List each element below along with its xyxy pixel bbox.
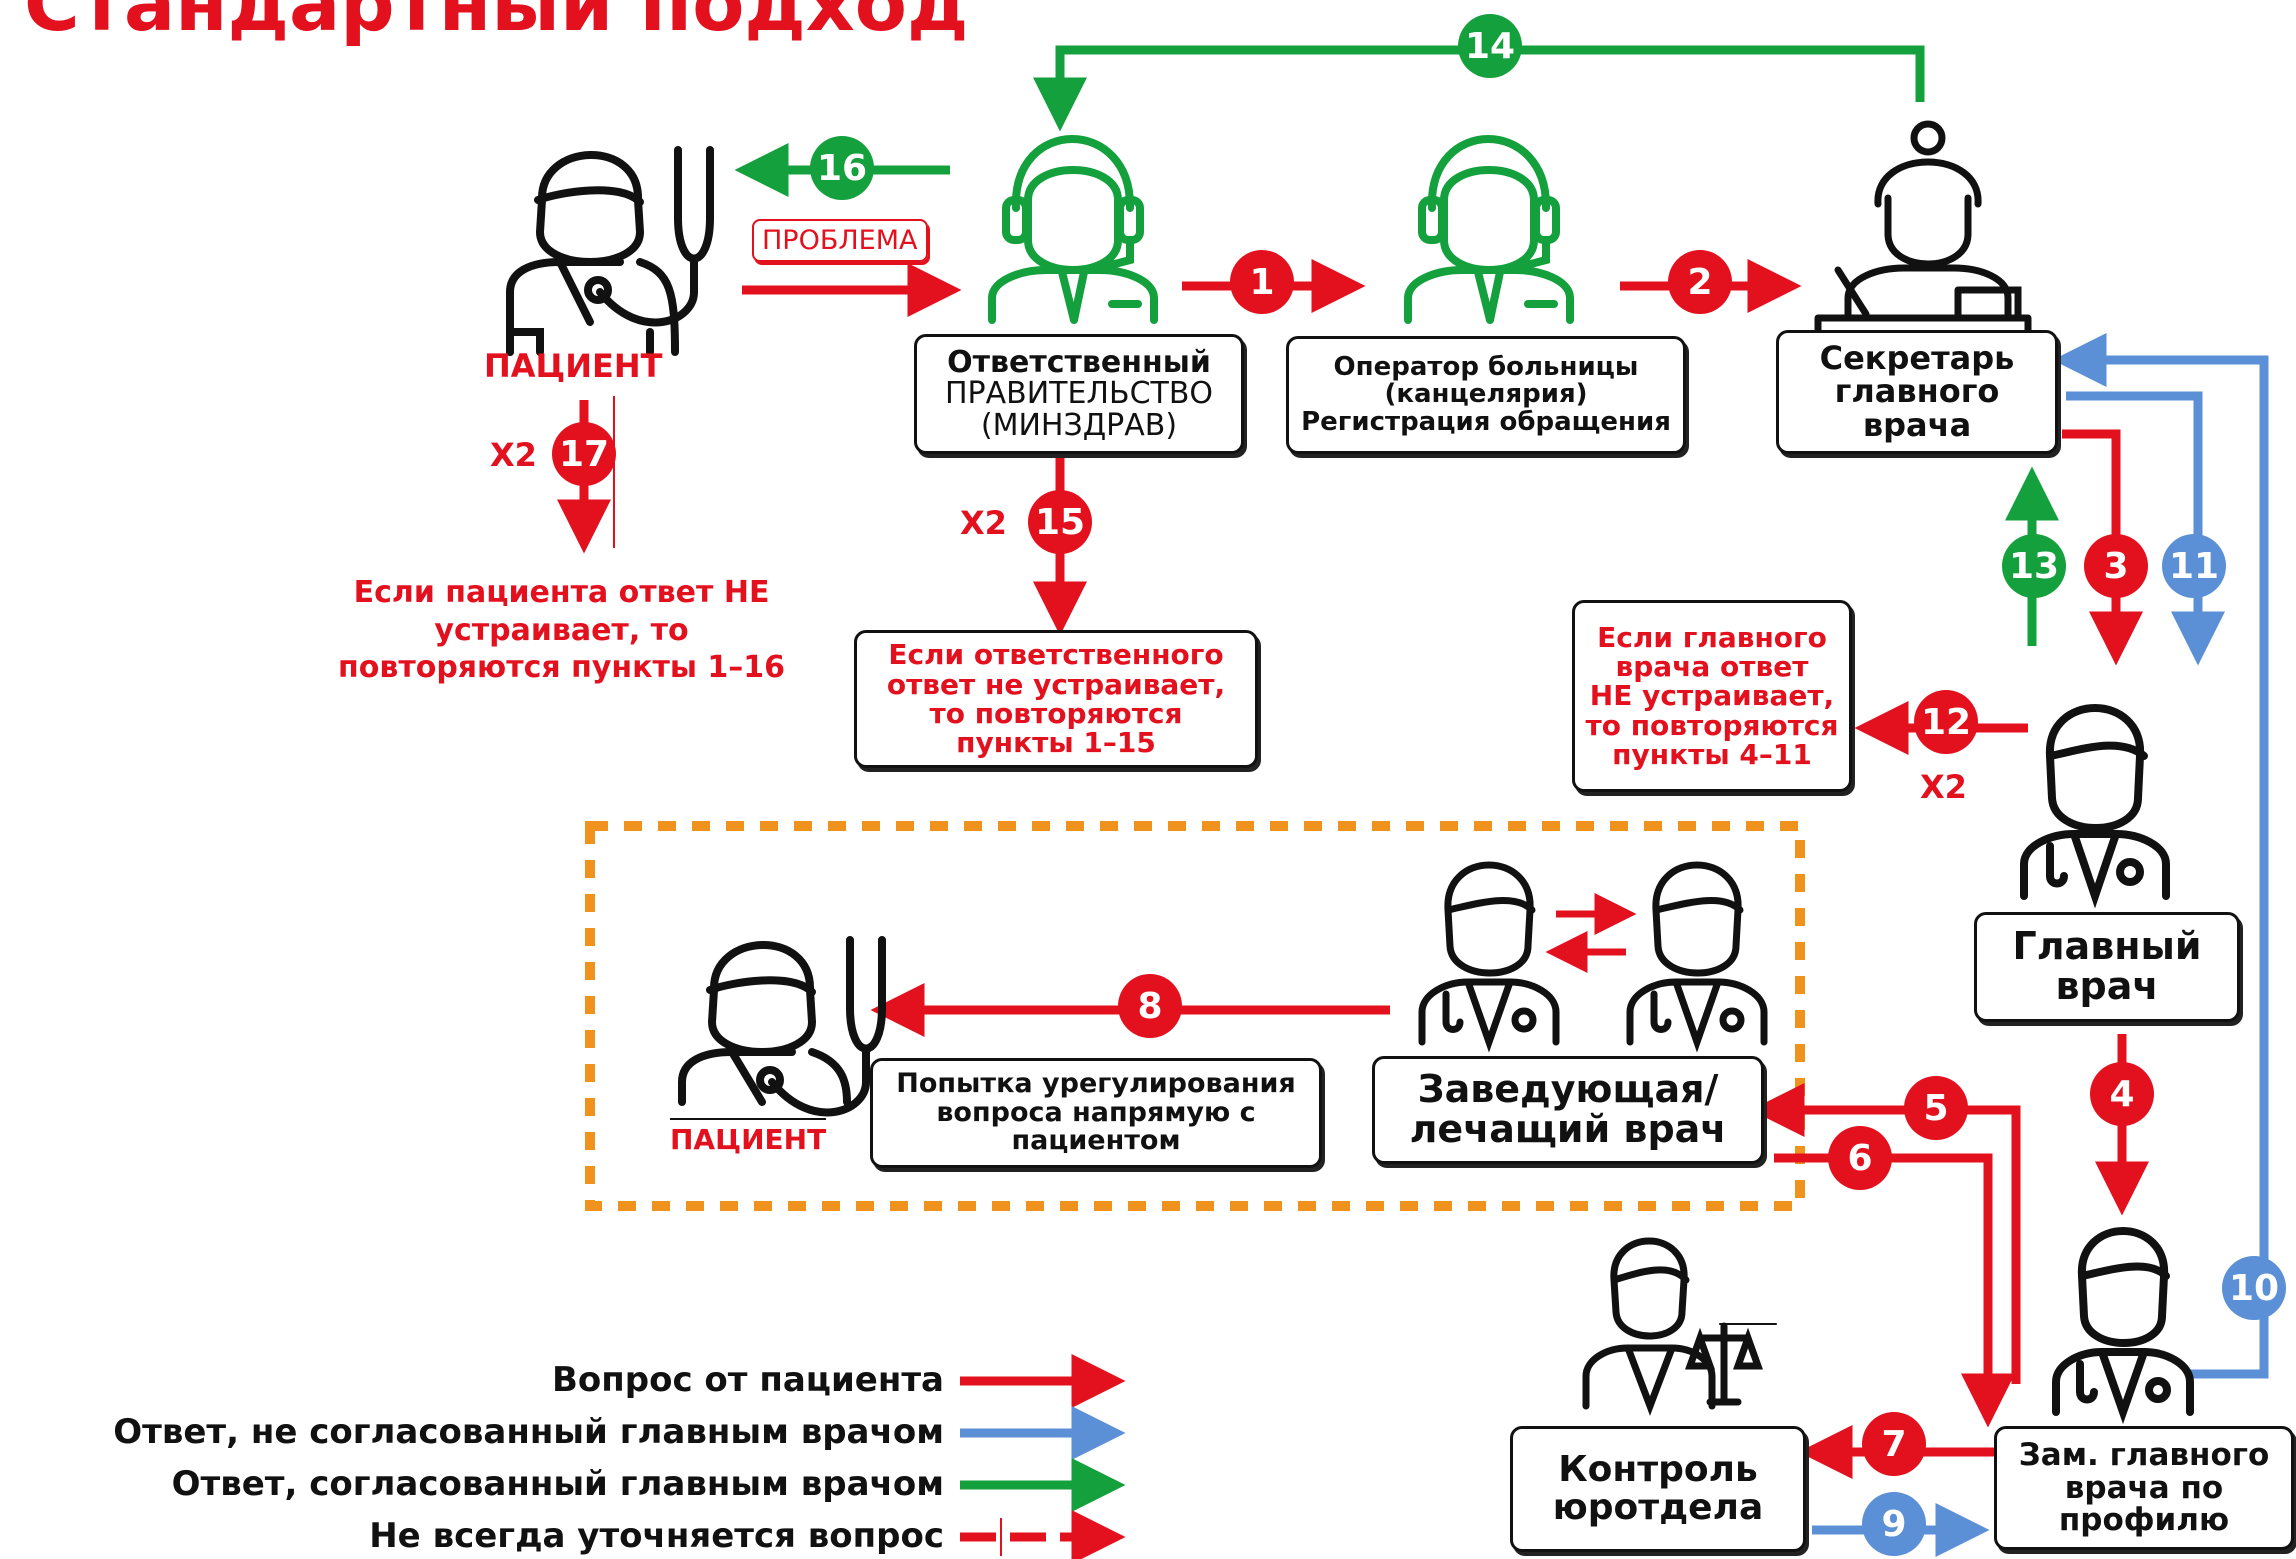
chief-repeat-note: Если главного врача ответ НЕ устраивает,… — [1572, 600, 1852, 792]
patient-repeat-line-2: устраивает, то — [434, 612, 689, 648]
patient-bottom-label: ПАЦИЕНТ — [670, 1118, 827, 1157]
hospital-operator-icon — [1404, 135, 1574, 324]
secretary-line-3: врача — [1862, 405, 1972, 444]
attending-doctor-icon — [1626, 861, 1768, 1053]
patient-repeat-line-1: Если пациента ответ НЕ — [353, 575, 770, 610]
responsible-line-1: Ответственный — [947, 344, 1211, 380]
operator-box: Оператор больницы (канцелярия) Регистрац… — [1286, 336, 1686, 454]
step-1-badge: 1 — [1230, 250, 1294, 314]
patient-bottom-icon — [678, 936, 886, 1117]
attempt-box: Попытка урегулирования вопроса напрямую … — [870, 1058, 1322, 1168]
chief-repeat-line-1: Если главного — [1597, 620, 1827, 654]
patient-repeat-line-3: повторяются пункты 1–16 — [338, 650, 786, 685]
responsible-operator-icon — [988, 135, 1158, 324]
head-doctor-box: Заведующая/ лечащий врач — [1372, 1056, 1764, 1164]
head-doctor-icon — [1418, 861, 1560, 1053]
step-11-badge: 11 — [2162, 534, 2226, 598]
step-17-badge: 17 — [552, 422, 616, 486]
chief-doctor-icon — [2020, 704, 2170, 909]
legal-line-2: юротдела — [1552, 1487, 1764, 1528]
step-4-badge: 4 — [2090, 1062, 2154, 1126]
chief-line-2: врач — [2055, 964, 2159, 1008]
attempt-line-3: пациентом — [1011, 1125, 1181, 1157]
deputy-line-1: Зам. главного — [2018, 1437, 2270, 1474]
legal-control-icon — [1582, 1237, 1777, 1416]
arrow-6 — [1774, 1153, 2015, 1428]
step-6-badge: 6 — [1828, 1126, 1892, 1190]
legend-label-question: Вопрос от пациента — [551, 1360, 944, 1400]
step-15-badge: 15 — [1028, 490, 1092, 554]
responsible-repeat-line-2: ответ не устраивает, — [886, 667, 1226, 701]
step-12-badge: 12 — [1914, 690, 1978, 754]
responsible-repeat-line-1: Если ответственного — [888, 638, 1224, 672]
arrow-10 — [2052, 333, 2269, 1379]
head-doctor-line-1: Заведующая/ — [1417, 1067, 1719, 1112]
patient-repeat-note: Если пациента ответ НЕ устраивает, то по… — [338, 574, 785, 687]
deputy-line-2: врача по — [2064, 1469, 2224, 1506]
patient-top-label: ПАЦИЕНТ — [484, 347, 663, 385]
deputy-box: Зам. главного врача по профилю — [1994, 1426, 2294, 1550]
deputy-line-3: профилю — [2058, 1502, 2230, 1539]
step-14-badge: 14 — [1458, 14, 1522, 78]
problem-tag: ПРОБЛЕМА — [752, 219, 928, 262]
operator-line-2: (канцелярия) — [1384, 379, 1588, 410]
deputy-doctor-icon — [2052, 1227, 2194, 1425]
step-16-badge: 16 — [810, 136, 874, 200]
direct-resolution-frame — [585, 821, 1805, 1211]
step-8-badge: 8 — [1118, 974, 1182, 1038]
page-title: Стандартный подход — [24, 0, 969, 48]
chief-repeat-line-5: пункты 4–11 — [1612, 738, 1812, 772]
attempt-line-2: вопроса напрямую с — [936, 1096, 1256, 1128]
responsible-repeat-line-4: пункты 1–15 — [956, 726, 1156, 760]
secretary-line-1: Секретарь — [1819, 338, 2015, 377]
attempt-line-1: Попытка урегулирования — [896, 1068, 1296, 1100]
patient-multiplier: X2 — [490, 436, 537, 474]
legal-line-1: Контроль — [1558, 1449, 1758, 1491]
legend-label-unapproved: Ответ, не согласованный главным врачом — [113, 1412, 944, 1452]
responsible-line-2: ПРАВИТЕЛЬСТВО — [944, 376, 1214, 412]
chief-line-1: Главный — [2012, 924, 2202, 969]
secretary-icon — [1814, 120, 2032, 344]
chief-repeat-line-3: НЕ устраивает, — [1589, 679, 1835, 713]
step-2-badge: 2 — [1668, 250, 1732, 314]
secretary-box: Секретарь главного врача — [1776, 330, 2058, 454]
responsible-box: Ответственный ПРАВИТЕЛЬСТВО (МИНЗДРАВ) — [914, 334, 1244, 454]
step-10-badge: 10 — [2222, 1256, 2286, 1320]
step-9-badge: 9 — [1862, 1492, 1926, 1556]
step-13-badge: 13 — [2002, 534, 2066, 598]
chief-repeat-line-4: то повторяются — [1585, 708, 1839, 742]
secretary-line-2: главного — [1834, 372, 2000, 411]
step-3-badge: 3 — [2084, 534, 2148, 598]
operator-line-3: Регистрация обращения — [1301, 406, 1671, 437]
chief-box: Главный врач — [1974, 912, 2240, 1022]
operator-line-1: Оператор больницы — [1333, 352, 1639, 383]
step-7-badge: 7 — [1862, 1412, 1926, 1476]
responsible-repeat-line-3: то повторяются — [929, 697, 1183, 730]
legend-label-unclarified: Не всегда уточняется вопрос — [369, 1516, 944, 1556]
responsible-multiplier: X2 — [960, 504, 1007, 542]
chief-repeat-line-2: врача ответ — [1615, 649, 1809, 683]
responsible-repeat-note: Если ответственного ответ не устраивает,… — [854, 630, 1258, 768]
chief-multiplier: X2 — [1920, 768, 1967, 806]
arrow-5 — [1750, 1083, 2021, 1384]
head-doctor-line-2: лечащий врач — [1409, 1107, 1727, 1151]
patient-doctor-icon — [506, 146, 714, 356]
legal-box: Контроль юротдела — [1510, 1426, 1806, 1552]
step-5-badge: 5 — [1904, 1076, 1968, 1140]
responsible-line-3: (МИНЗДРАВ) — [980, 407, 1178, 443]
legend-label-approved: Ответ, согласованный главным врачом — [171, 1464, 944, 1504]
